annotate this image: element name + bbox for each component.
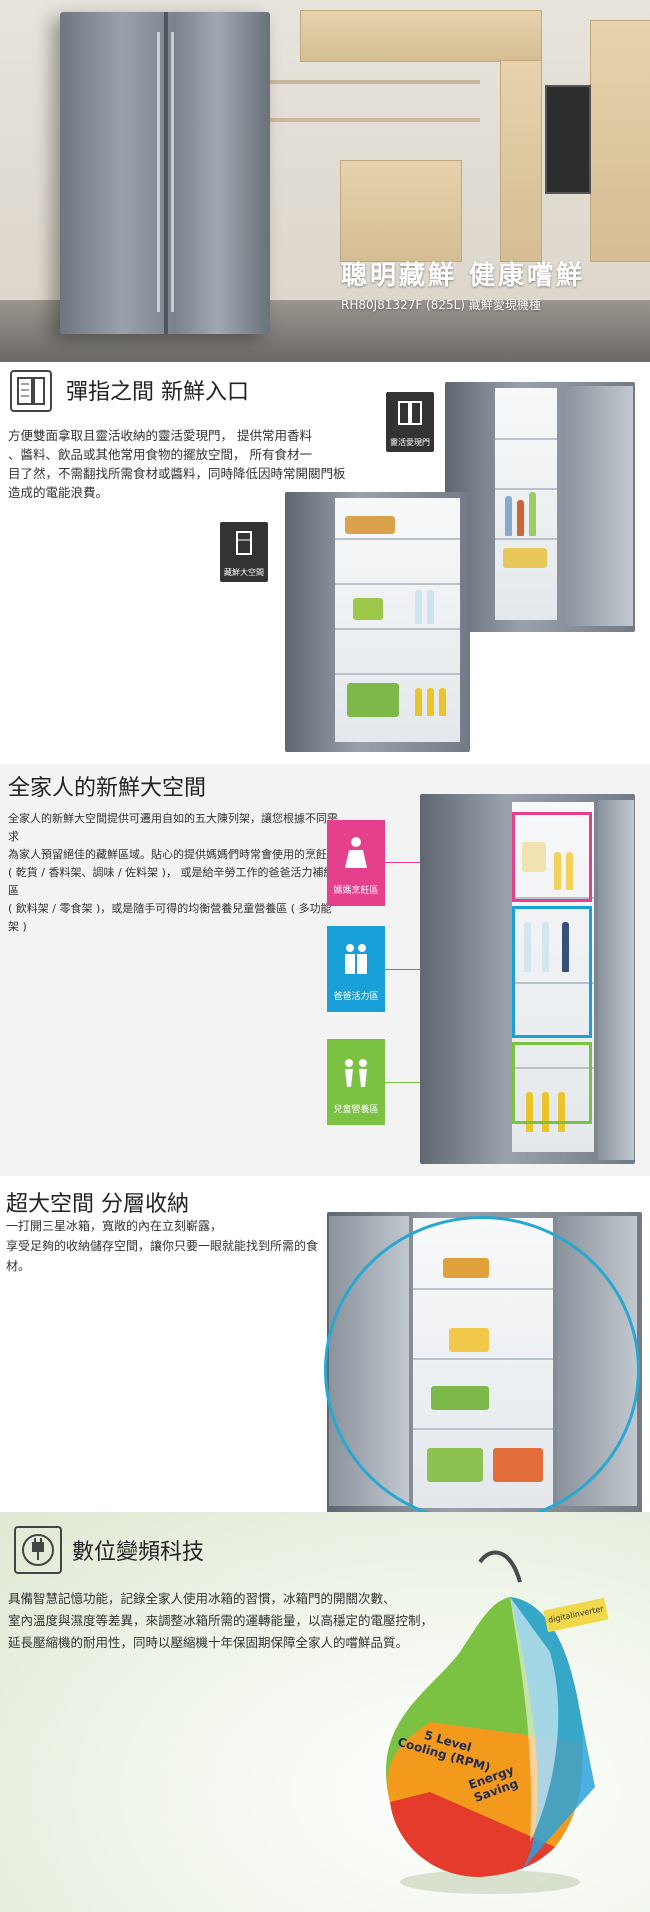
body-line: 方便雙面拿取且靈活收納的靈活愛現門， 提供常用香料	[8, 428, 312, 443]
family-icon	[345, 944, 367, 974]
mom-icon	[345, 837, 367, 868]
big-space-badge: 藏鮮大空間	[220, 522, 268, 582]
body-line: 具備智慧記憶功能，記錄全家人使用冰箱的習慣，冰箱門的開關次數、	[8, 1591, 396, 1606]
section3-body: 一打開三星冰箱，寬敞的內在立刻嶄露， 享受足夠的收納儲存空間，讓你只要一眼就能找…	[6, 1216, 326, 1276]
body-line: 全家人的新鮮大空間提供可遷用自如的五大陳列架，讓您根據不同需求	[8, 812, 338, 843]
body-line: ( 飲料架 / 零食架 )，或是隨手可得的均衡營養兒童營養區 ( 多功能架 )	[8, 902, 332, 933]
section-big-space: 超大空間 分層收納 一打開三星冰箱，寬敞的內在立刻嶄露， 享受足夠的收納儲存空間…	[0, 1176, 650, 1512]
tall-cabinet	[590, 20, 650, 262]
upper-cabinet	[300, 10, 542, 62]
flex-door-badge: 靈活愛現門	[386, 392, 434, 452]
door-icon	[398, 401, 422, 425]
section1-title: 彈指之間 新鮮入口	[66, 380, 249, 405]
fridge-zones	[420, 794, 635, 1164]
fridge-closed	[60, 12, 270, 334]
zone-label: 爸爸活力區	[333, 992, 379, 1002]
zone-label: 兒童營養區	[333, 1105, 379, 1115]
section2-body: 全家人的新鮮大空間提供可遷用自如的五大陳列架，讓您根據不同需求 為家人預留絕佳的…	[8, 810, 338, 936]
zoom-circle	[324, 1216, 640, 1512]
zone-frame-dad	[512, 906, 592, 1038]
fridge-open	[285, 492, 470, 752]
hero-banner: 聰明藏鮮 健康嚐鮮 RH80J81327F (825L) 藏鮮愛現機種	[0, 0, 650, 362]
body-line: 為家人預留絕佳的藏鮮區域。貼心的提供媽媽們時常會使用的烹飪區	[8, 848, 338, 861]
fridge-flex-door	[445, 382, 635, 632]
section4-title: 數位變頻科技	[72, 1540, 205, 1565]
tall-cabinet	[500, 60, 542, 262]
body-line: 一打開三星冰箱，寬敞的內在立刻嶄露，	[6, 1219, 223, 1233]
body-line: 、醬料、飲品或其他常用食物的擺放空間， 所有食材一	[8, 447, 312, 462]
zone-mom: 媽媽烹飪區	[327, 820, 385, 906]
body-line: 室內溫度與濕度等差異，來調整冰箱所需的運轉能量，以高穩定的電壓控制，	[8, 1613, 434, 1628]
fridge-open-icon	[236, 531, 252, 555]
kids-icon	[345, 1059, 367, 1087]
lower-cabinet	[340, 160, 462, 262]
zone-kid: 兒童營養區	[327, 1039, 385, 1125]
body-line: ( 乾貨 / 香料架、調味 / 佐料架 )， 或是給辛勞工作的爸爸活力補給區	[8, 866, 335, 897]
hero-subtitle: RH80J81327F (825L) 藏鮮愛現機種	[341, 298, 541, 312]
body-line: 延長壓縮機的耐用性，同時以壓縮機十年保固期保障全家人的嚐鮮品質。	[8, 1635, 409, 1650]
plug-icon	[14, 1526, 62, 1574]
section3-title: 超大空間 分層收納	[6, 1192, 189, 1217]
zone-frame-mom	[512, 812, 592, 902]
oven	[545, 85, 591, 194]
zone-frame-kid	[512, 1042, 592, 1124]
door-icon	[10, 370, 52, 412]
hero-text: 聰明藏鮮 健康嚐鮮 RH80J81327F (825L) 藏鮮愛現機種	[341, 255, 631, 313]
zone-label: 媽媽烹飪區	[333, 886, 379, 896]
section-family-space: 全家人的新鮮大空間 全家人的新鮮大空間提供可遷用自如的五大陳列架，讓您根據不同需…	[0, 764, 650, 1176]
zone-dad: 爸爸活力區	[327, 926, 385, 1012]
section2-title: 全家人的新鮮大空間	[8, 776, 207, 801]
badge-label: 藏鮮大空間	[224, 568, 264, 577]
section-flex-door: 彈指之間 新鮮入口 方便雙面拿取且靈活收納的靈活愛現門， 提供常用香料 、醬料、…	[0, 362, 650, 764]
body-line: 享受足夠的收納儲存空間，讓你只要一眼就能找到所需的食材。	[6, 1239, 319, 1273]
section4-body: 具備智慧記憶功能，記錄全家人使用冰箱的習慣，冰箱門的開關次數、 室內溫度與濕度等…	[8, 1588, 478, 1654]
hero-title: 聰明藏鮮 健康嚐鮮	[341, 261, 586, 291]
section1-body: 方便雙面拿取且靈活收納的靈活愛現門， 提供常用香料 、醬料、飲品或其他常用食物的…	[8, 426, 398, 502]
inverter-bulb-illustration	[386, 1550, 595, 1894]
section-inverter: 數位變頻科技 具備智慧記憶功能，記錄全家人使用冰箱的習慣，冰箱門的開關次數、 室…	[0, 1512, 650, 1912]
kitchen-shelf	[270, 80, 480, 84]
kitchen-shelf	[270, 118, 480, 122]
body-line: 目了然，不需翻找所需食材或醬料，同時降低因時常開關門板	[8, 466, 346, 481]
badge-label: 靈活愛現門	[390, 438, 430, 447]
body-line: 造成的電能浪費。	[8, 485, 109, 500]
